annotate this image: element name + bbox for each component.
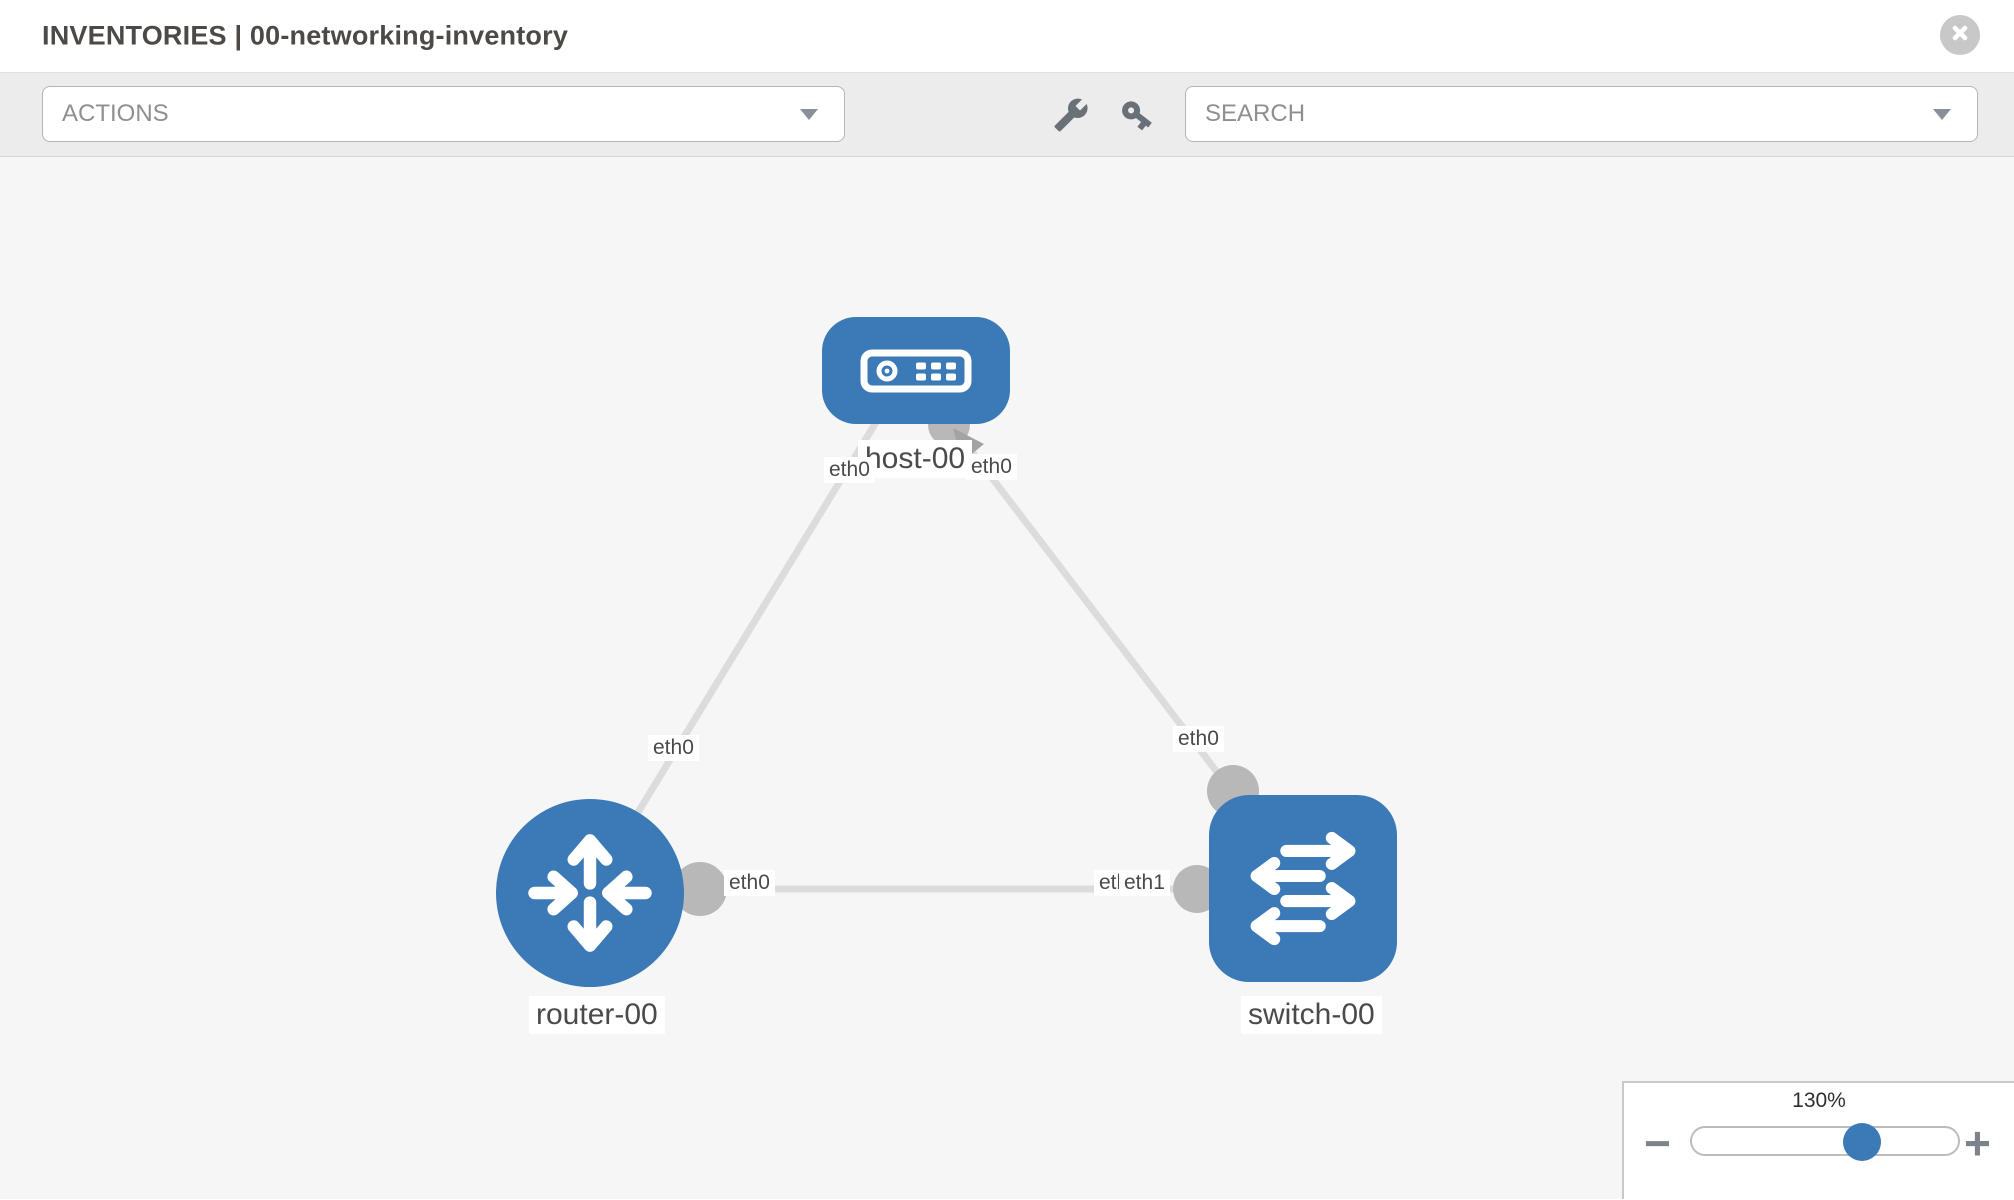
actions-dropdown-label: ACTIONS — [62, 100, 169, 127]
zoom-level-label: 130% — [1792, 1089, 1846, 1112]
search-dropdown-label: SEARCH — [1205, 100, 1306, 127]
interface-dot-router-eth0[interactable] — [673, 862, 727, 916]
chevron-down-icon — [800, 108, 818, 120]
zoom-panel: 130% − + — [1622, 1081, 2014, 1199]
topology-links-layer — [587, 404, 1259, 916]
node-label-host: host-00 — [858, 440, 973, 478]
page-title: INVENTORIES | 00-networking-inventory — [42, 20, 569, 51]
router-icon — [523, 826, 657, 960]
node-label-switch: switch-00 — [1241, 996, 1382, 1034]
zoom-in-button[interactable]: + — [1964, 1117, 1991, 1169]
key-icon[interactable] — [1119, 97, 1155, 133]
node-host-00[interactable] — [822, 317, 1010, 424]
chevron-down-icon — [1933, 108, 1951, 120]
interface-label-host-eth0-right: eth0 — [966, 454, 1017, 480]
close-icon — [1949, 22, 1971, 49]
interface-label-router-eth0-right: eth0 — [724, 870, 775, 896]
zoom-slider-thumb[interactable] — [1843, 1123, 1881, 1161]
interface-label-router-eth0-top: eth0 — [648, 735, 699, 761]
switch-icon-node[interactable] — [1209, 795, 1397, 982]
interface-label-host-eth0-left: eth0 — [824, 457, 875, 483]
interface-label-switch-eth1: eth1 — [1119, 870, 1170, 896]
zoom-out-button[interactable]: − — [1644, 1117, 1671, 1169]
topology-canvas[interactable]: host-00 router-00 switch-00 eth0 eth0 et… — [0, 157, 2014, 1199]
interface-label-switch-eth0-top: eth0 — [1173, 726, 1224, 752]
node-label-router: router-00 — [529, 996, 665, 1034]
wrench-icon[interactable] — [1053, 97, 1089, 133]
zoom-slider-track[interactable] — [1690, 1126, 1960, 1156]
switch-icon — [1238, 824, 1368, 954]
node-router-00[interactable] — [496, 799, 684, 987]
page-header: INVENTORIES | 00-networking-inventory — [0, 0, 2014, 72]
actions-dropdown[interactable]: ACTIONS — [42, 86, 845, 142]
host-icon — [860, 349, 972, 393]
toolbar: ACTIONS SEARCH — [0, 72, 2014, 157]
search-dropdown[interactable]: SEARCH — [1185, 86, 1978, 142]
close-button[interactable] — [1940, 15, 1980, 55]
